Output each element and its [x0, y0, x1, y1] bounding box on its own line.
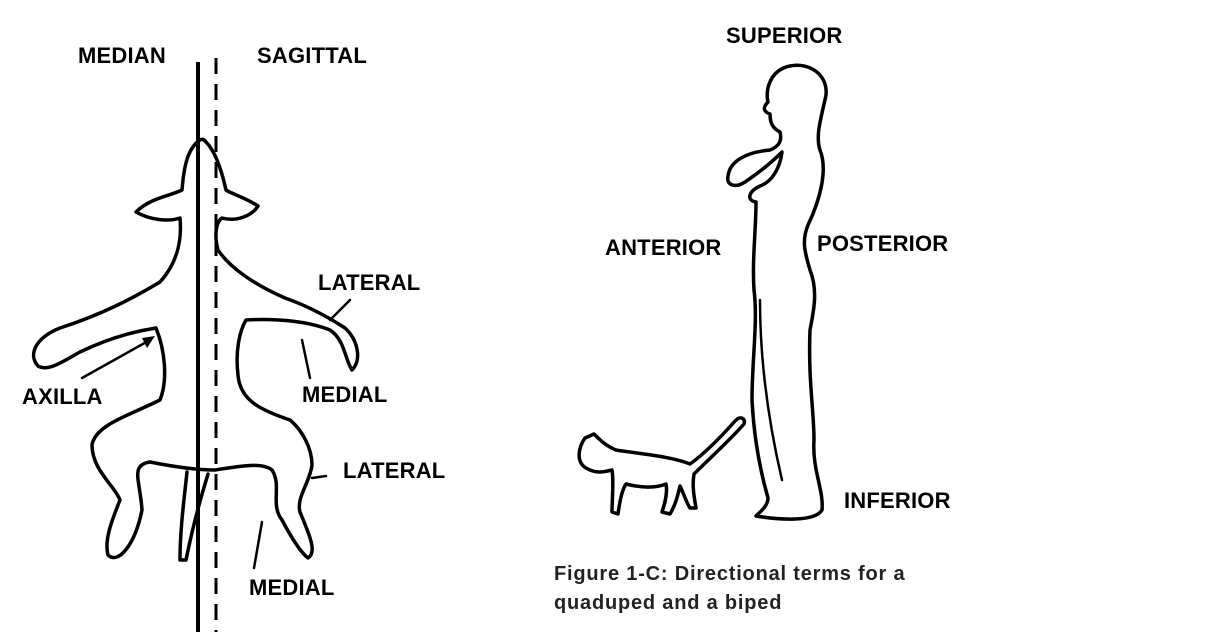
- biped-side-outline: [726, 63, 828, 521]
- lateral-upper-pointer: [328, 298, 352, 322]
- label-sagittal: SAGITTAL: [257, 43, 367, 68]
- label-superior: SUPERIOR: [726, 23, 843, 48]
- axilla-arrowhead: [142, 336, 155, 348]
- label-lateral-lower: LATERAL: [343, 458, 446, 483]
- label-median: MEDIAN: [78, 43, 166, 68]
- lateral-lower-pointer: [310, 474, 328, 480]
- label-axilla: AXILLA: [22, 384, 103, 409]
- axilla-pointer: [80, 338, 152, 380]
- cat-side-outline: [577, 416, 747, 516]
- label-posterior: POSTERIOR: [817, 231, 949, 256]
- label-inferior: INFERIOR: [844, 488, 951, 513]
- figure-caption: Figure 1-C: Directional terms for a quad…: [554, 560, 974, 618]
- label-anterior: ANTERIOR: [605, 235, 722, 260]
- quadruped-dorsal-outline: [31, 137, 360, 562]
- caption-line-2: quaduped and a biped: [554, 592, 783, 614]
- label-medial-upper: MEDIAL: [302, 382, 388, 407]
- label-lateral-upper: LATERAL: [318, 270, 421, 295]
- medial-upper-pointer: [300, 338, 312, 380]
- caption-line-1: Figure 1-C: Directional terms for a: [554, 563, 906, 585]
- medial-lower-pointer: [252, 520, 264, 570]
- label-medial-lower: MEDIAL: [249, 575, 335, 600]
